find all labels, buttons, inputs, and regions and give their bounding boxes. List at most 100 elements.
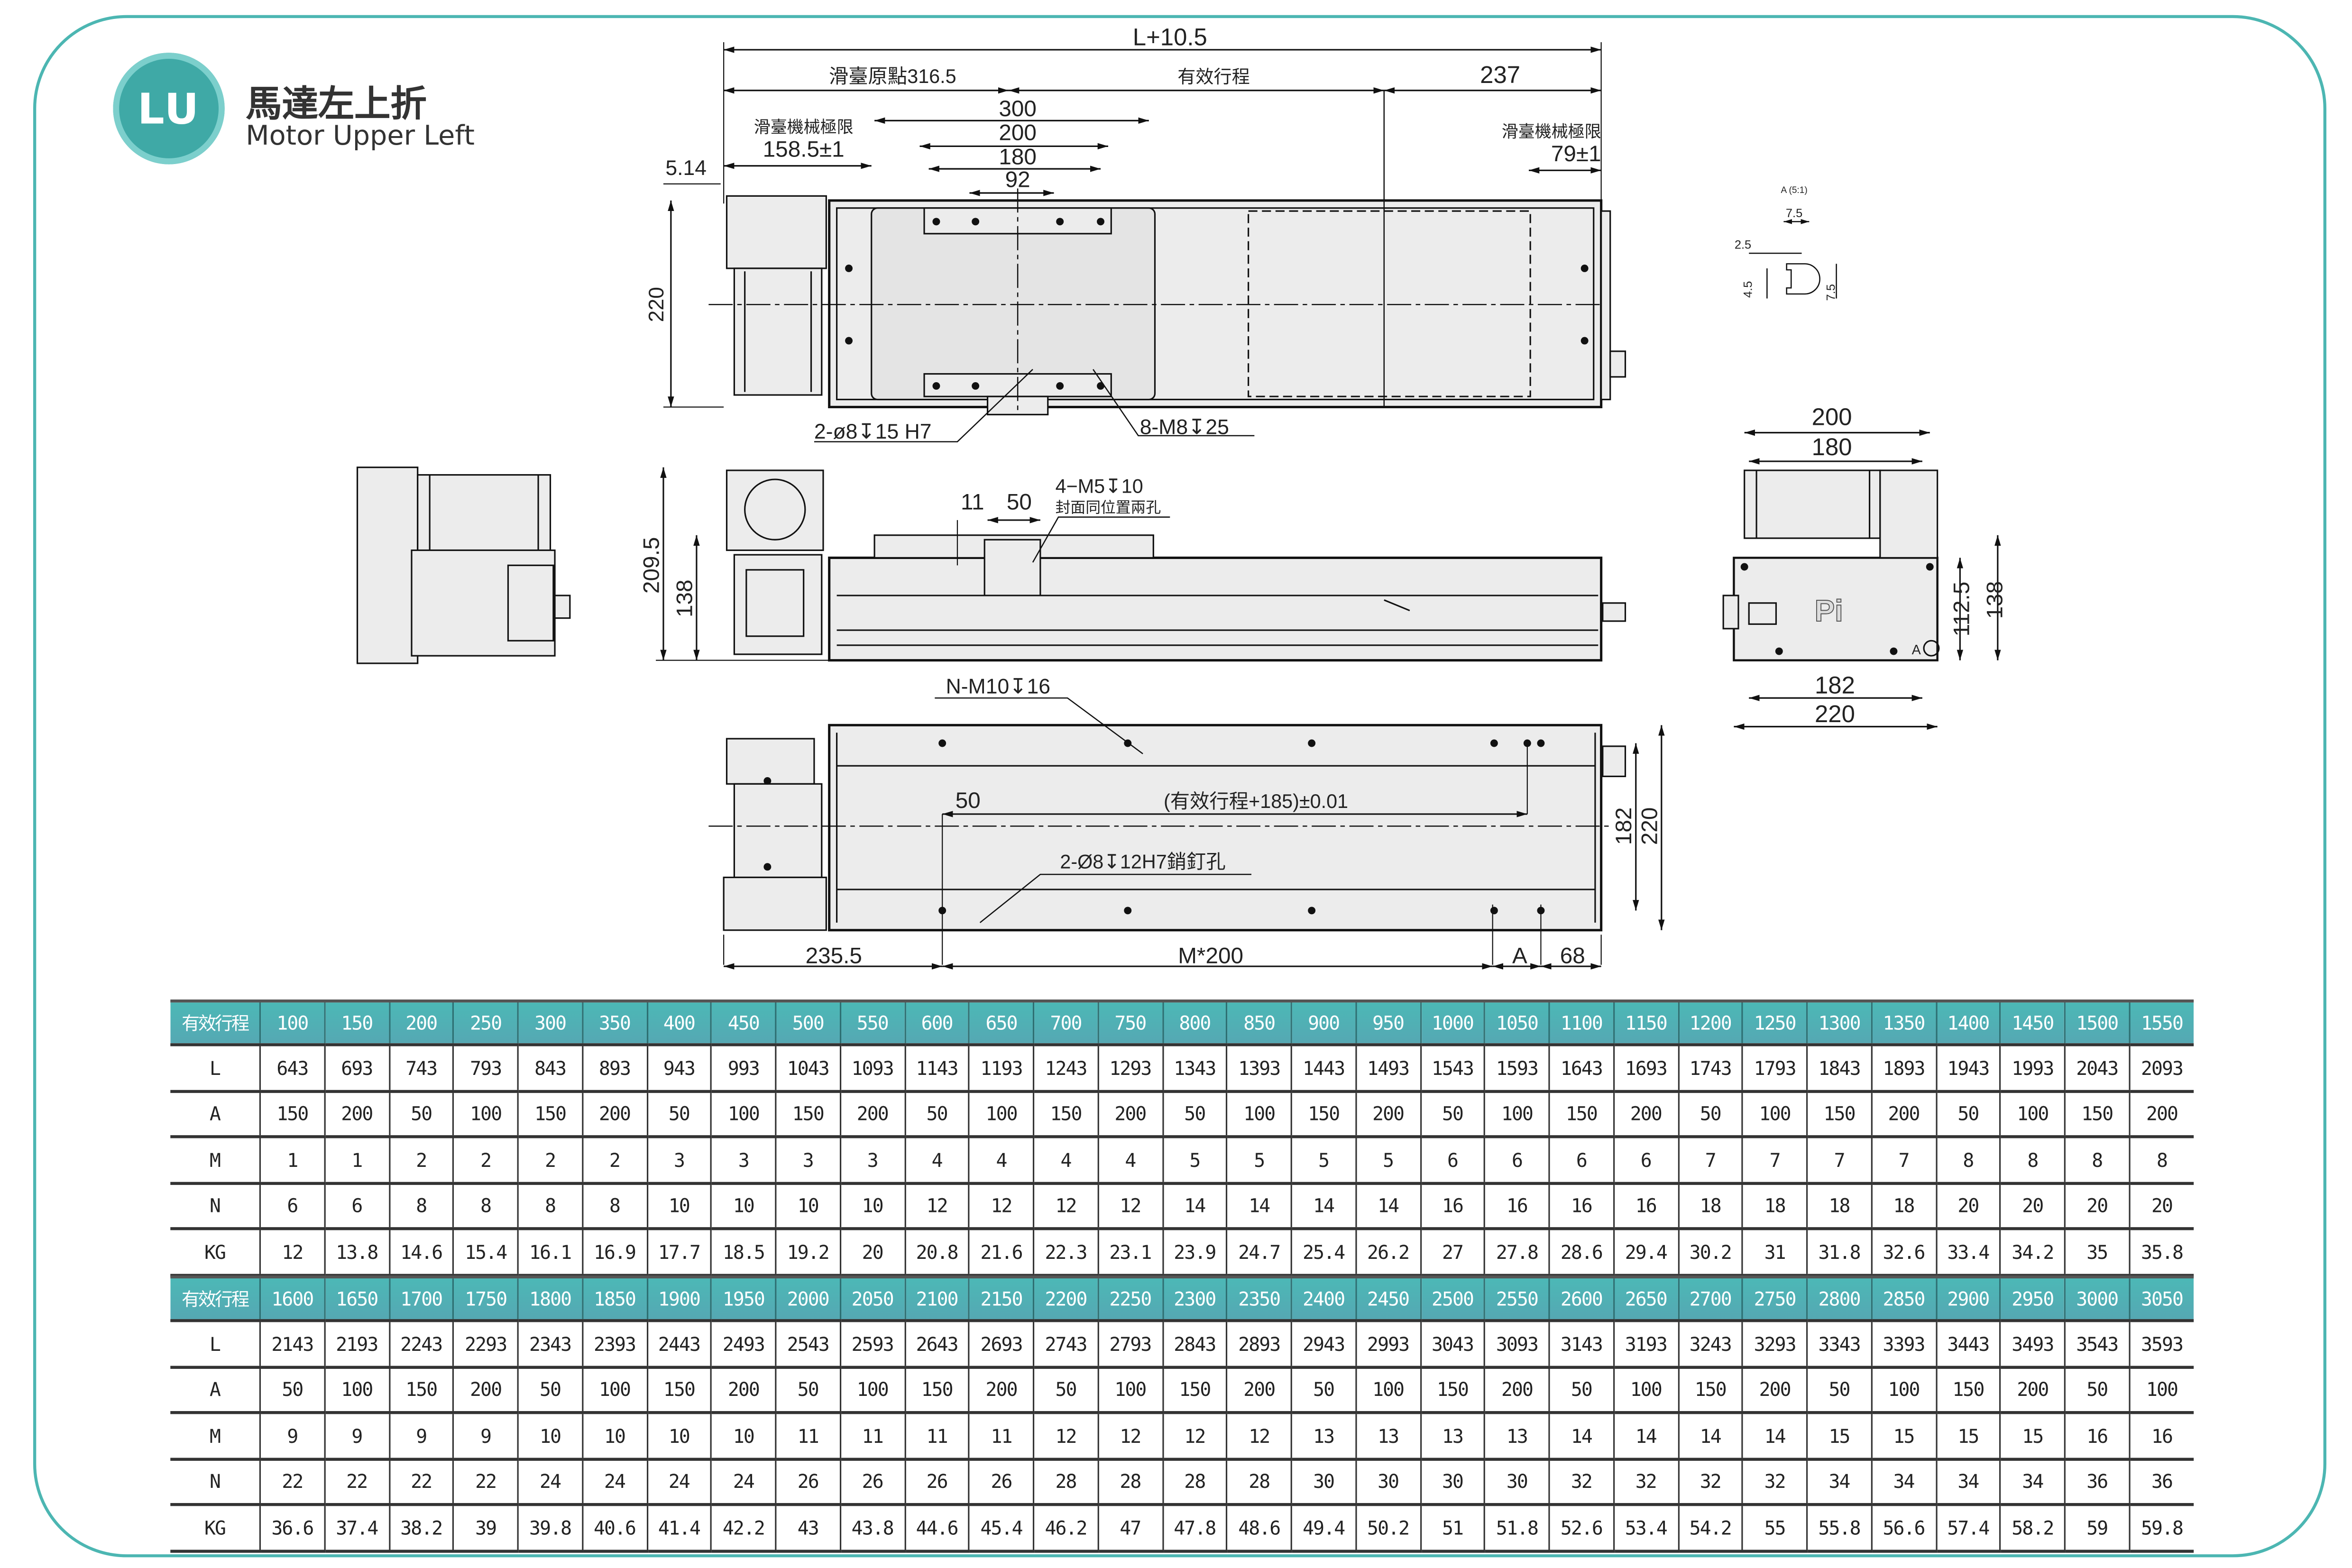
table-cell: 28.6 — [1548, 1229, 1614, 1276]
table-cell: 150 — [1806, 1091, 1872, 1138]
table-cell: 28 — [1032, 1458, 1098, 1506]
row-label: N — [170, 1183, 260, 1230]
table-cell: 1343 — [1161, 1045, 1227, 1092]
table-cell: 21.6 — [968, 1229, 1034, 1276]
table-cell: 100 — [1613, 1366, 1678, 1414]
table-cell: 200 — [1999, 1366, 2065, 1414]
table-cell: 16 — [1484, 1183, 1549, 1230]
table-cell: 14 — [1742, 1412, 1807, 1460]
stroke-header-cell: 1750 — [452, 1277, 518, 1322]
bottom-view-body — [828, 724, 1603, 932]
table-cell: 17.7 — [646, 1229, 711, 1276]
table-cell: 3 — [710, 1137, 776, 1184]
stroke-header-cell: 1050 — [1484, 1001, 1549, 1046]
table-cell: 14 — [1161, 1183, 1227, 1230]
table-cell: 4 — [1032, 1137, 1098, 1184]
table-cell: 52.6 — [1548, 1504, 1614, 1552]
stroke-header-cell: 1850 — [581, 1277, 647, 1322]
table-cell: 3543 — [2064, 1320, 2130, 1368]
stroke-header-cell: 2600 — [1548, 1277, 1614, 1322]
table-cell: 2993 — [1355, 1320, 1421, 1368]
table-cell: 15 — [1806, 1412, 1872, 1460]
table-cell: 31 — [1742, 1229, 1807, 1276]
table-cell: 6 — [1419, 1137, 1485, 1184]
table-cell: 59.8 — [2128, 1504, 2194, 1552]
table-cell: 27.8 — [1484, 1229, 1549, 1276]
dim-235-5: 235.5 — [806, 944, 862, 969]
table-cell: 2693 — [968, 1320, 1034, 1368]
stroke-header-cell: 300 — [517, 1001, 583, 1046]
dim-top-height: 220 — [645, 287, 668, 322]
stroke-header-cell: 2900 — [1935, 1277, 2001, 1322]
table-cell: 30.2 — [1677, 1229, 1743, 1276]
table-cell: 42.2 — [710, 1504, 776, 1552]
table-cell: 4 — [904, 1137, 969, 1184]
dim-side-180: 180 — [1812, 433, 1852, 460]
table-cell: 3443 — [1935, 1320, 2001, 1368]
table-cell: 1993 — [1999, 1045, 2065, 1092]
stroke-header-cell: 2550 — [1484, 1277, 1549, 1322]
mount-holes-callout: N-M10↧16 — [946, 675, 1050, 698]
table-cell: 50 — [646, 1091, 711, 1138]
page-title-chinese: 馬達左上折 — [246, 83, 427, 125]
pin-holes-callout: 2-ø8↧15 H7 — [814, 420, 932, 443]
dim-300: 300 — [999, 96, 1037, 121]
table-cell: 100 — [2128, 1366, 2194, 1414]
stroke-header-cell: 3000 — [2064, 1277, 2130, 1322]
dim-side-220: 220 — [1815, 700, 1855, 727]
table-cell: 150 — [517, 1091, 583, 1138]
table-cell: 1 — [259, 1137, 325, 1184]
table-cell: 22.3 — [1032, 1229, 1098, 1276]
table-cell: 32 — [1548, 1458, 1614, 1506]
table-cell: 1943 — [1935, 1045, 2001, 1092]
table-cell: 100 — [968, 1091, 1034, 1138]
table-cell: 26 — [968, 1458, 1034, 1506]
page-title-english: Motor Upper Left — [246, 120, 475, 153]
dim-138-front: 138 — [672, 579, 697, 617]
dim-end: 237 — [1480, 61, 1520, 88]
table-cell: 9 — [452, 1412, 518, 1460]
table-cell: 1743 — [1677, 1045, 1743, 1092]
table-cell: 26 — [839, 1458, 905, 1506]
table-cell: 50 — [1677, 1091, 1743, 1138]
dim-50-front: 50 — [1007, 490, 1032, 515]
table-cell: 150 — [1290, 1091, 1356, 1138]
table-cell: 15 — [1999, 1412, 2065, 1460]
table-cell: 22 — [388, 1458, 454, 1506]
dim-209-5: 209.5 — [639, 537, 664, 594]
table-cell: 6 — [1548, 1137, 1614, 1184]
dim-a: A — [1512, 944, 1527, 969]
table-cell: 150 — [388, 1366, 454, 1414]
table-cell: 5 — [1161, 1137, 1227, 1184]
table-cell: 43.8 — [839, 1504, 905, 1552]
table-cell: 2593 — [839, 1320, 905, 1368]
table-cell: 9 — [323, 1412, 389, 1460]
table-cell: 1693 — [1613, 1045, 1678, 1092]
dim-180: 180 — [999, 145, 1037, 170]
table-cell: 32.6 — [1870, 1229, 1936, 1276]
stroke-header-cell: 2400 — [1290, 1277, 1356, 1322]
table-cell: 2193 — [323, 1320, 389, 1368]
table-cell: 36 — [2064, 1458, 2130, 1506]
table-cell: 2843 — [1161, 1320, 1227, 1368]
table-cell: 55 — [1742, 1504, 1807, 1552]
table-cell: 31.8 — [1806, 1229, 1872, 1276]
table-cell: 693 — [323, 1045, 389, 1092]
row-label: A — [170, 1091, 260, 1138]
table-cell: 50 — [517, 1366, 583, 1414]
table-cell: 28 — [1097, 1458, 1163, 1506]
table-cell: 48.6 — [1226, 1504, 1292, 1552]
table-cell: 3393 — [1870, 1320, 1936, 1368]
table-cell: 32 — [1677, 1458, 1743, 1506]
table-cell: 10 — [710, 1183, 776, 1230]
table-cell: 34.2 — [1999, 1229, 2065, 1276]
table-cell: 200 — [968, 1366, 1034, 1414]
dim-200: 200 — [999, 120, 1037, 146]
table-cell: 50 — [775, 1366, 840, 1414]
stroke-header-cell: 2050 — [839, 1277, 905, 1322]
table-cell: 24 — [517, 1458, 583, 1506]
